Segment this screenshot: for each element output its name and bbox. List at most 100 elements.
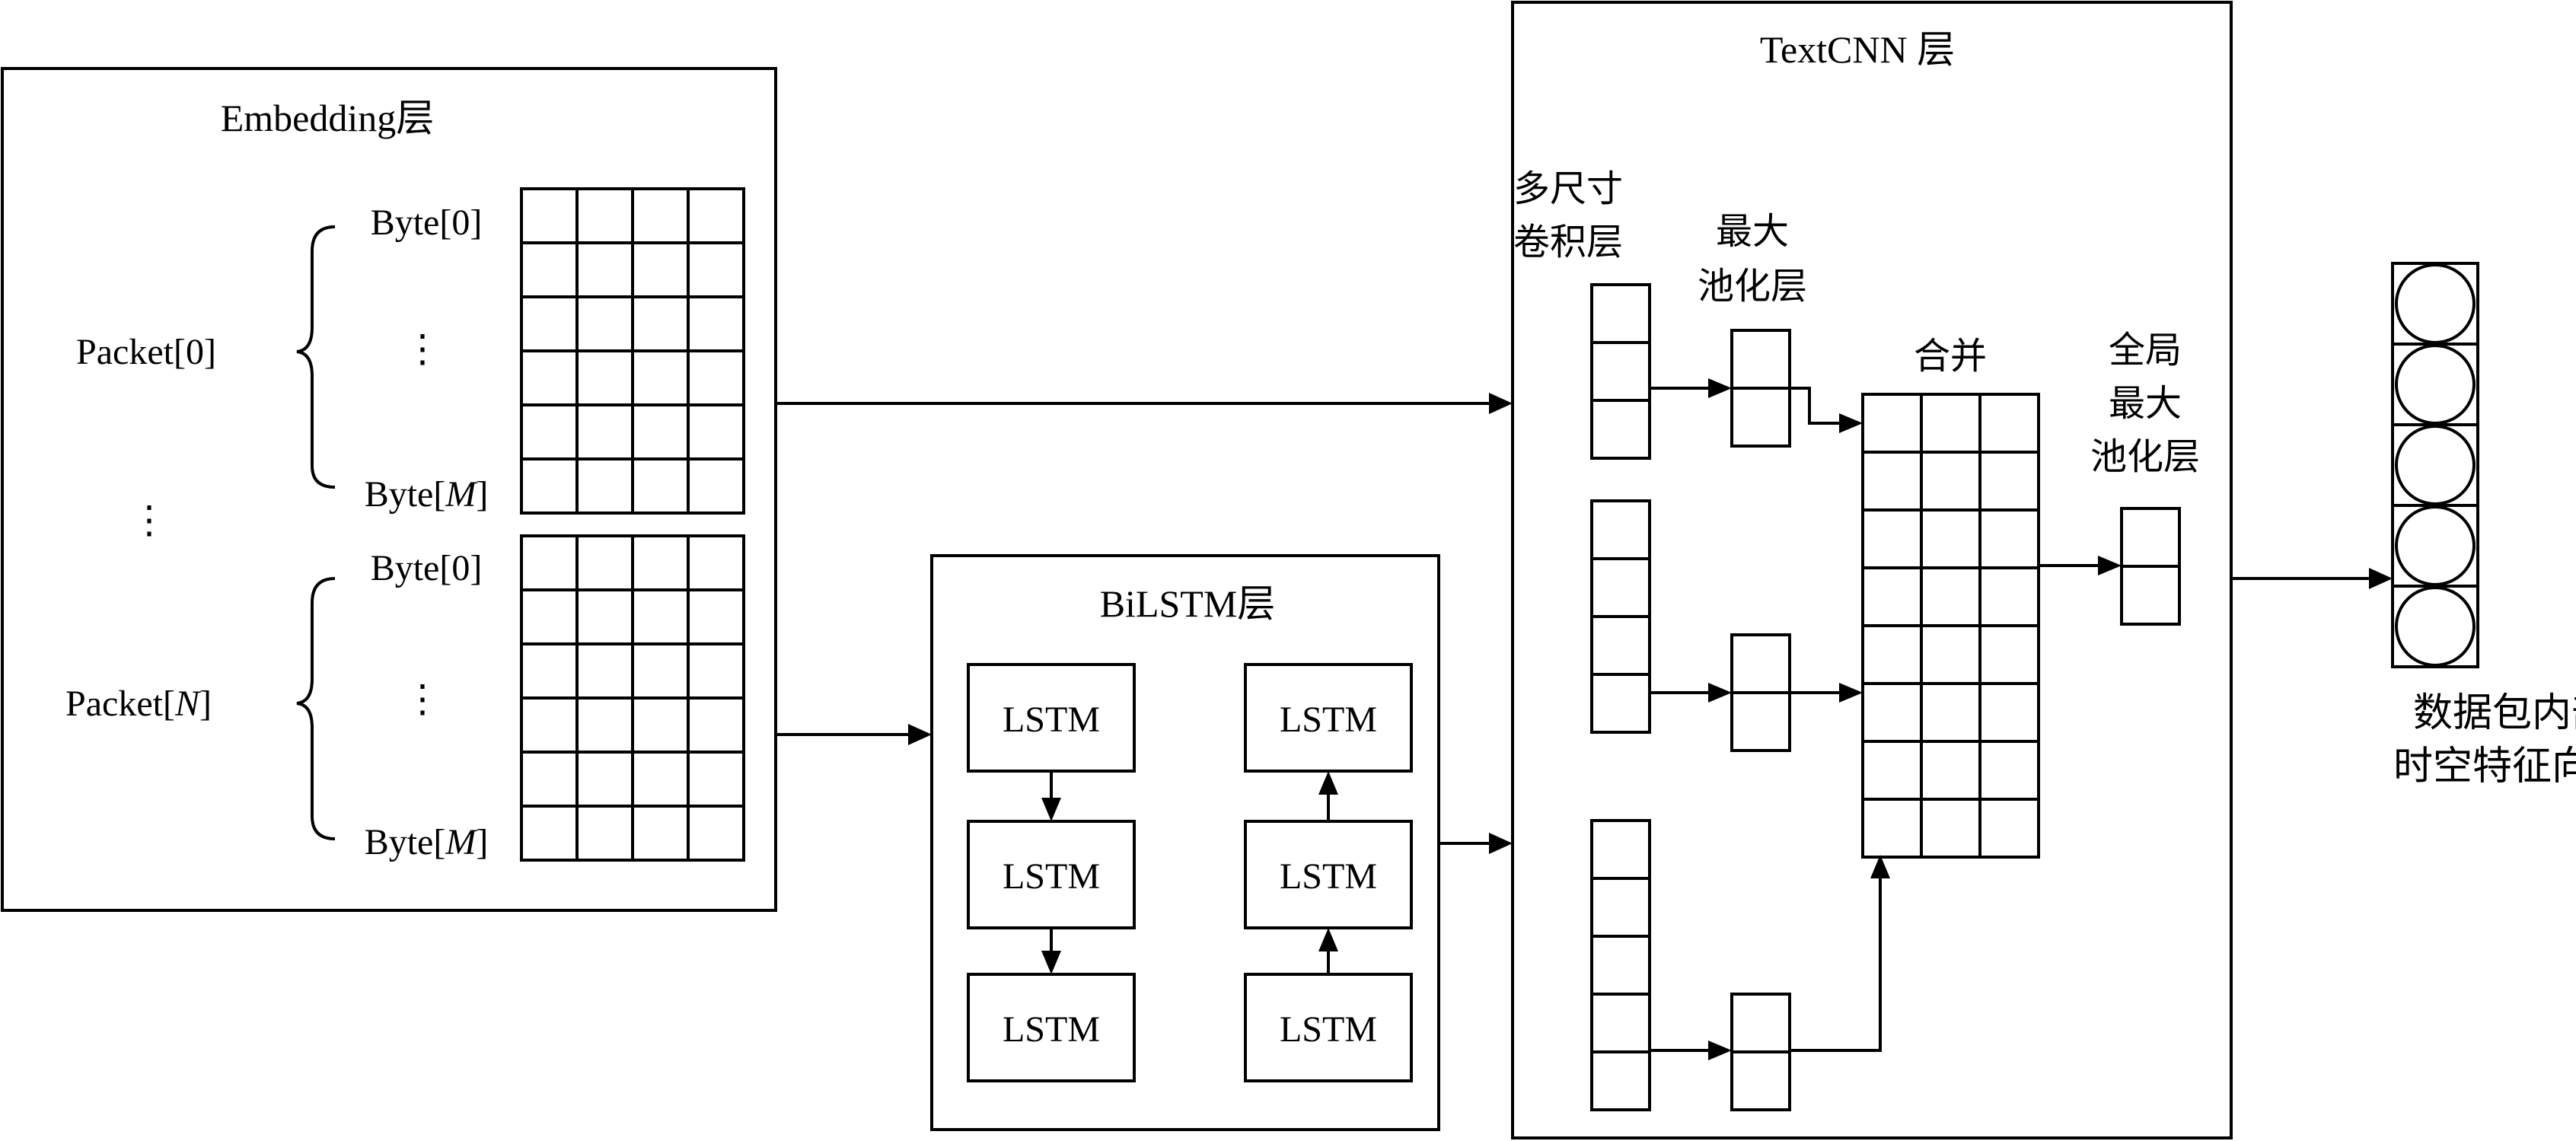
packet-0-matrix-cell <box>631 457 690 515</box>
packet-0-matrix-cell <box>687 295 745 352</box>
packet-n-ellipsis: ⋮ <box>403 677 442 720</box>
conv-stack-3-cell <box>1590 819 1651 880</box>
packet-n-matrix-cell <box>687 588 745 645</box>
packet-0-matrix-cell <box>687 403 745 461</box>
packet-n-matrix-cell <box>520 751 579 808</box>
conv-stack-2-cell <box>1590 499 1651 560</box>
packet-0-matrix-cell <box>631 349 690 406</box>
merge-matrix-cell <box>1978 740 2040 801</box>
embedding-to-textcnn-arrow-head <box>1489 393 1513 414</box>
packet-n-matrix-cell <box>575 751 634 808</box>
embedding-layer-frame <box>1 67 777 912</box>
packet-n-byte-first-label: Byte[0] <box>371 548 483 588</box>
merge-matrix-cell <box>1920 624 1981 685</box>
output-vector-cell <box>2391 423 2479 507</box>
merge-matrix-cell <box>1861 393 1923 454</box>
output-vector-neuron <box>2395 586 2476 667</box>
packet-n-matrix-cell <box>687 642 745 700</box>
conv-stack-3-cell <box>1590 1050 1651 1111</box>
packet-0-matrix-cell <box>631 403 690 461</box>
merge-matrix-cell <box>1978 798 2040 859</box>
packet-n-matrix-cell <box>631 642 690 700</box>
global-pool-label-line-2: 最大 <box>2109 382 2182 425</box>
packet-n-matrix-cell <box>687 805 745 862</box>
packet-0-brace <box>296 225 336 489</box>
merge-matrix-cell <box>1978 451 2040 512</box>
lstm-forward-cell-3-label: LSTM <box>1003 1009 1100 1050</box>
packet-0-byte-matrix <box>520 187 745 515</box>
packet-0-matrix-cell <box>687 349 745 406</box>
packet-0-matrix-cell <box>520 457 579 515</box>
embedding-to-bilstm-arrow-head <box>908 724 932 745</box>
output-vector-neuron <box>2395 263 2476 344</box>
packet-0-matrix-cell <box>631 295 690 352</box>
lstm-backward-arrow-1-head <box>1318 771 1338 795</box>
pool-1-to-merge-arrow <box>1790 387 1841 425</box>
packet-n-matrix-cell <box>575 805 634 862</box>
global-pool-cell <box>2120 507 2181 568</box>
output-vector-cells <box>2391 262 2479 668</box>
textcnn-layer-title: TextCNN 层 <box>1760 28 1955 71</box>
output-vector-neuron <box>2395 344 2476 425</box>
textcnn-to-output-arrow-head <box>2369 568 2393 589</box>
packet-0-matrix-cell <box>520 349 579 406</box>
global-pool-cell <box>2120 565 2181 626</box>
packet-0-byte-first-label: Byte[0] <box>371 202 483 243</box>
lstm-forward-arrow-1-head <box>1041 798 1061 821</box>
lstm-backward-cell-1-label: LSTM <box>1280 700 1377 740</box>
merge-matrix-cell <box>1861 798 1923 859</box>
packet-0-byte-last-label: Byte[M] <box>365 474 489 515</box>
packet-0-matrix-cell <box>520 187 579 244</box>
packet-n-matrix-cell <box>631 588 690 645</box>
pool-stack-3-cell <box>1730 1050 1791 1111</box>
bilstm-layer: BiLSTM层 LSTM LSTM LSTM LSTM LSTM LSTM <box>930 554 1440 1131</box>
packet-n-matrix-cell <box>575 696 634 754</box>
conv-stack-2-cell <box>1590 557 1651 618</box>
merge-matrix <box>1861 393 2040 859</box>
merge-matrix-cell <box>1920 740 1981 801</box>
pool-1-to-merge-arrow-head <box>1839 413 1863 433</box>
pool-3-to-merge-arrow-head <box>1870 855 1890 878</box>
packet-n-byte-last-label: Byte[M] <box>365 822 489 862</box>
packet-0-matrix-cell <box>575 295 634 352</box>
conv-1-to-pool-1-arrow-head <box>1708 378 1732 398</box>
output-vector-cell <box>2391 585 2479 668</box>
global-maxpool-vector <box>2120 507 2181 626</box>
conv-stack-1-cell <box>1590 283 1651 344</box>
packet-n-matrix-cell <box>687 534 745 591</box>
merge-matrix-cell <box>1861 740 1923 801</box>
embedding-layer-title: Embedding层 <box>221 97 435 139</box>
pool-stack-3-cell <box>1730 993 1791 1053</box>
packet-0-ellipsis: ⋮ <box>403 327 442 370</box>
lstm-forward-cell-2-label: LSTM <box>1003 856 1100 897</box>
merge-matrix-cell <box>1978 682 2040 743</box>
output-label-line-1: 数据包内部 <box>2413 690 2576 736</box>
packet-n-matrix-cell <box>520 588 579 645</box>
packet-0-matrix-cell <box>687 457 745 515</box>
conv-stack-3-cell <box>1590 935 1651 996</box>
maxpool-stacks <box>1730 329 1791 1111</box>
conv-stack-3-cell <box>1590 877 1651 938</box>
merge-matrix-cell <box>1978 566 2040 627</box>
packet-ellipsis: ⋮ <box>130 499 168 541</box>
conv-layer-label-line-1: 多尺寸 <box>1513 167 1623 210</box>
packet-n-brace <box>296 577 336 840</box>
output-label-line-2: 时空特征向量 <box>2393 744 2576 789</box>
packet-n-matrix-cell <box>520 642 579 700</box>
packet-0-matrix-cell <box>687 241 745 298</box>
global-pool-label-line-3: 池化层 <box>2090 435 2200 478</box>
packet-0-matrix-cell <box>520 295 579 352</box>
packet-n-matrix-cell <box>520 534 579 591</box>
packet-n-matrix-cell <box>687 696 745 754</box>
packet-0-matrix-cell <box>631 187 690 244</box>
conv-stack-2-cell <box>1590 673 1651 734</box>
packet-0-matrix-cell <box>520 241 579 298</box>
output-vector-cell <box>2391 343 2479 426</box>
merge-matrix-cell <box>1861 682 1923 743</box>
textcnn-layer: TextCNN 层 多尺寸 卷积层 最大 池化层 合并 全局 最大 池化层 <box>1511 1 2233 1139</box>
output-vector-neuron <box>2395 505 2476 586</box>
merge-matrix-cell <box>1978 624 2040 685</box>
merge-to-global-pool-arrow-head <box>2098 556 2122 575</box>
